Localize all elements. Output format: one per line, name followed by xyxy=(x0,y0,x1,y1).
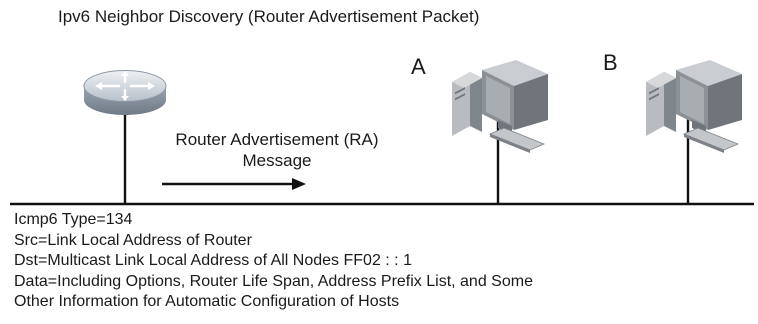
packet-field-data: Data=Including Options, Router Life Span… xyxy=(14,272,533,290)
host-b-label: B xyxy=(603,50,618,75)
ra-message-line-2: Message xyxy=(242,151,312,170)
ra-direction-arrow xyxy=(162,178,306,190)
ra-message-line-1: Router Advertisement (RA) xyxy=(175,130,379,149)
packet-field-type: Icmp6 Type=134 xyxy=(14,211,133,228)
packet-field-data-cont: Other Information for Automatic Configur… xyxy=(14,293,400,310)
packet-field-dst: Dst=Multicast Link Local Address of All … xyxy=(14,252,412,269)
computer-b-icon xyxy=(646,60,742,153)
host-a-label: A xyxy=(411,54,426,79)
diagram-title: Ipv6 Neighbor Discovery (Router Advertis… xyxy=(58,7,480,26)
computer-a-icon xyxy=(452,60,548,153)
packet-fields: Icmp6 Type=134 Src=Link Local Address of… xyxy=(14,210,533,313)
ra-message-label: Router Advertisement (RA) Message xyxy=(146,129,408,171)
packet-field-src: Src=Link Local Address of Router xyxy=(14,231,252,249)
router-icon xyxy=(83,70,167,115)
